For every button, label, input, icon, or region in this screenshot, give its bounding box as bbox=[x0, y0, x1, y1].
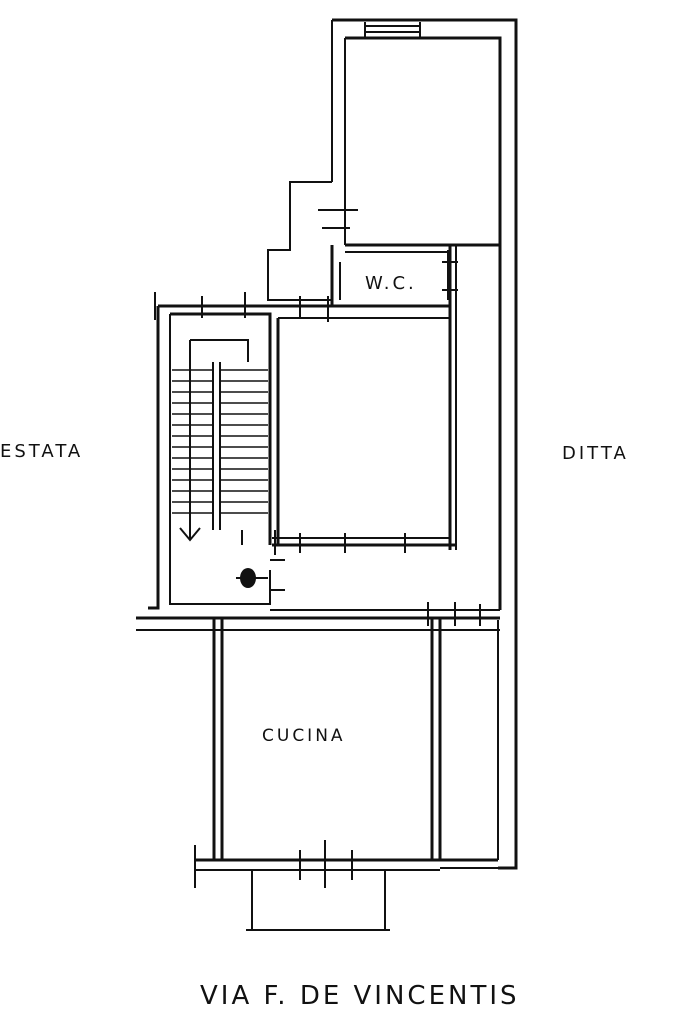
north-window bbox=[364, 22, 421, 38]
stair-arrow-icon bbox=[179, 520, 201, 542]
kitchen-label: CUCINA bbox=[262, 726, 346, 746]
left-neighbor-label: ESTATA bbox=[0, 441, 83, 462]
balcony bbox=[246, 870, 390, 931]
stair-steps bbox=[172, 369, 268, 514]
stair-well bbox=[148, 306, 272, 610]
wc-label: W.C. bbox=[365, 273, 417, 294]
kitchen-room: CUCINA bbox=[194, 618, 498, 888]
meter-icon bbox=[236, 530, 268, 588]
outer-walls bbox=[267, 18, 518, 870]
mid-wall bbox=[136, 609, 500, 631]
dimension-ticks bbox=[154, 250, 481, 888]
street-label: VIA F. DE VINCENTIS bbox=[200, 981, 520, 1011]
central-room bbox=[158, 245, 457, 550]
right-neighbor-label: DITTA bbox=[562, 443, 629, 464]
